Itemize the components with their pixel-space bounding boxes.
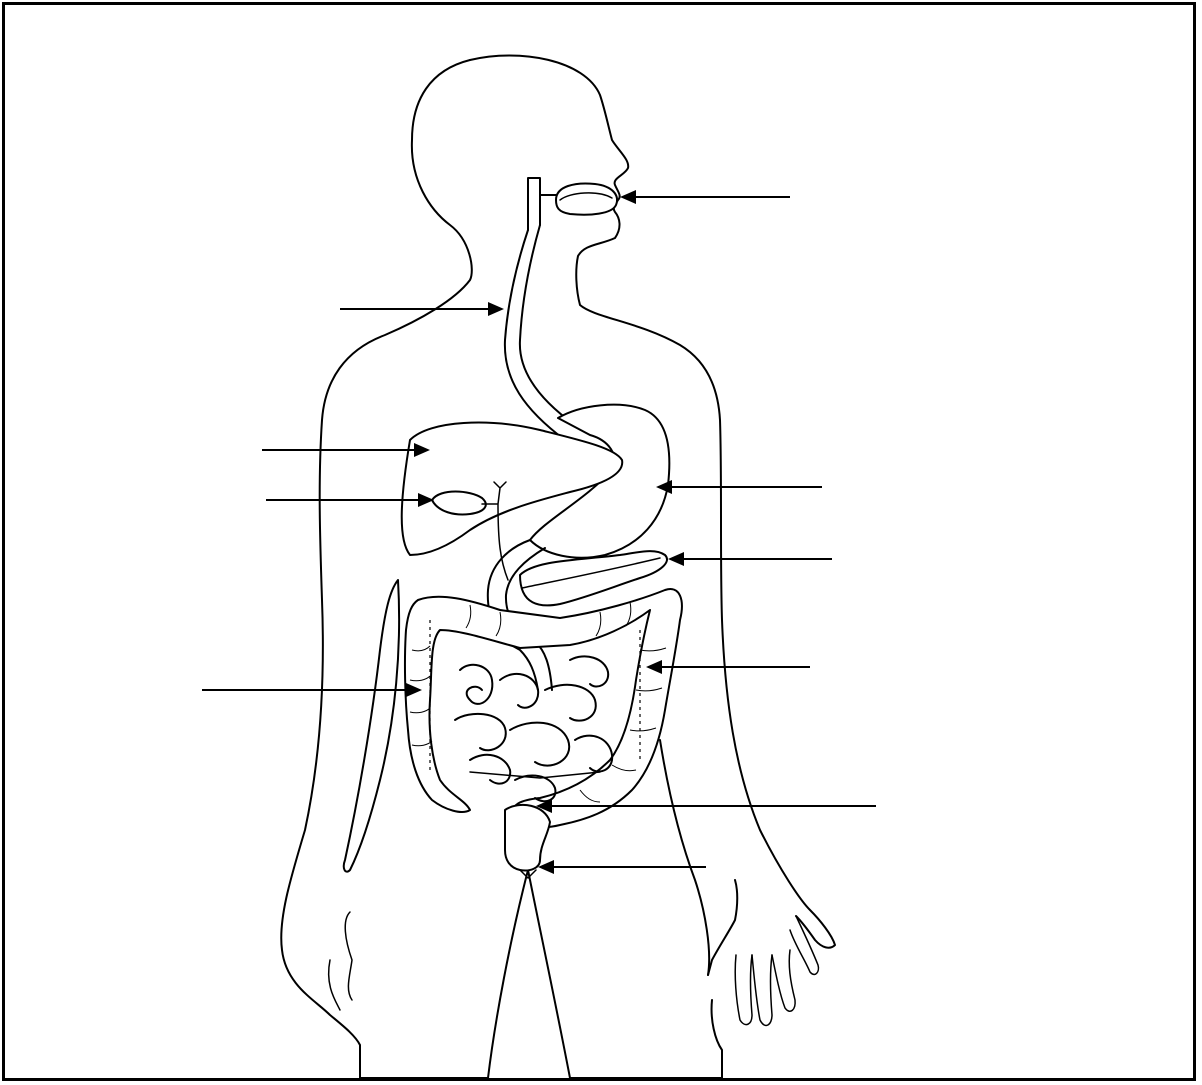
head-outline (281, 60, 472, 1078)
pointer-esophagus (340, 302, 504, 316)
right-hand (708, 880, 737, 975)
legs-outline (360, 870, 722, 1078)
pharynx (528, 178, 556, 230)
pointer-anus (538, 860, 706, 874)
left-inner-arm (344, 580, 399, 872)
pointer-stomach (656, 480, 822, 494)
digestive-tract (402, 178, 682, 878)
right-inner-arm (660, 740, 709, 975)
pointer-mouth (620, 190, 790, 204)
pointer-pancreas (668, 552, 832, 566)
left-hand (345, 912, 352, 1000)
pointer-liver (262, 443, 430, 457)
rectum-shape (505, 805, 550, 871)
pointer-large-intestine-left (202, 683, 422, 697)
esophagus-tube (505, 230, 565, 440)
mouth-cavity (556, 184, 617, 215)
